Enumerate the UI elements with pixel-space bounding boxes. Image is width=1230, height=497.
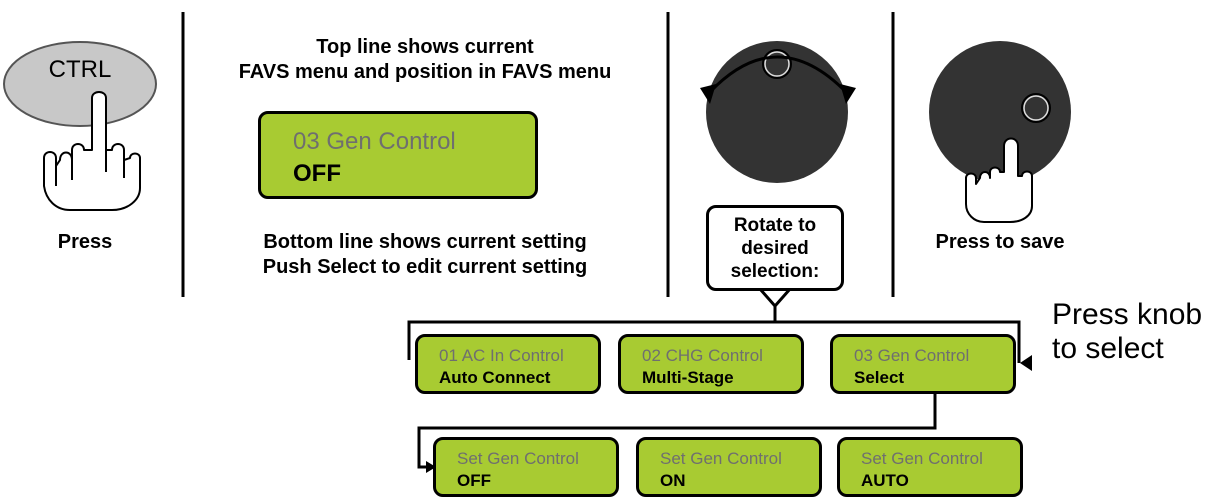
menu-item-line-2: Auto Connect [439, 368, 551, 387]
menu-item-line-2: Multi-Stage [642, 368, 734, 387]
lcd-line-1: 03 Gen Control [293, 128, 456, 155]
setting-line-2: OFF [457, 471, 491, 490]
callout-line-3: selection: [730, 261, 820, 282]
ctrl-button-shape [3, 41, 157, 127]
callout-line-2: desired [741, 238, 809, 259]
rotate-knob-icon [700, 41, 856, 183]
top-line-caption-2: FAVS menu and position in FAVS menu [238, 61, 612, 83]
rotate-callout: Rotate to desired selection: [706, 205, 844, 291]
callout-pointer [758, 288, 792, 308]
setting-auto: Set Gen Control AUTO [837, 437, 1023, 497]
setting-line-2: ON [660, 471, 686, 490]
press-knob-note-2: to select [1052, 332, 1164, 365]
lcd-line-2: OFF [293, 160, 341, 187]
top-line-caption-1: Top line shows current [316, 36, 534, 58]
setting-line-1: Set Gen Control [660, 449, 782, 468]
menu-item-line-2: Select [854, 368, 905, 387]
setting-line-1: Set Gen Control [861, 449, 983, 468]
press-knob-icon [929, 41, 1071, 183]
setting-off: Set Gen Control OFF [433, 437, 619, 497]
menu-item-line-1: 02 CHG Control [642, 346, 763, 365]
menu-item-line-1: 03 Gen Control [854, 346, 970, 365]
menu-item-line-1: 01 AC In Control [439, 346, 564, 365]
step4-caption: Press to save [935, 231, 1065, 253]
menu-item-chg: 02 CHG Control Multi-Stage [618, 334, 804, 394]
bottom-line-caption: Bottom line shows current setting Push S… [192, 230, 658, 280]
setting-line-1: Set Gen Control [457, 449, 579, 468]
setting-line-2: AUTO [861, 471, 909, 490]
pressing-hand-icon [43, 91, 141, 211]
bottom-line-caption-1: Bottom line shows current setting [263, 231, 587, 253]
menu-item-ac-in: 01 AC In Control Auto Connect [415, 334, 601, 394]
lcd-display: 03 Gen Control OFF [258, 111, 538, 199]
press-knob-note-1: Press knob [1052, 298, 1203, 331]
pressing-hand-icon-2 [965, 137, 1033, 223]
menu-bracket [407, 320, 1021, 363]
press-knob-note: Press knob to select [1052, 298, 1202, 366]
menu-item-gen: 03 Gen Control Select [830, 334, 1016, 394]
top-line-caption: Top line shows current FAVS menu and pos… [192, 35, 658, 85]
bottom-line-caption-2: Push Select to edit current setting [262, 256, 588, 278]
callout-line-1: Rotate to [733, 215, 817, 236]
step1-caption: Press [57, 231, 113, 253]
setting-on: Set Gen Control ON [636, 437, 822, 497]
settings-connector [417, 394, 937, 469]
ctrl-button: CTRL [48, 56, 112, 83]
